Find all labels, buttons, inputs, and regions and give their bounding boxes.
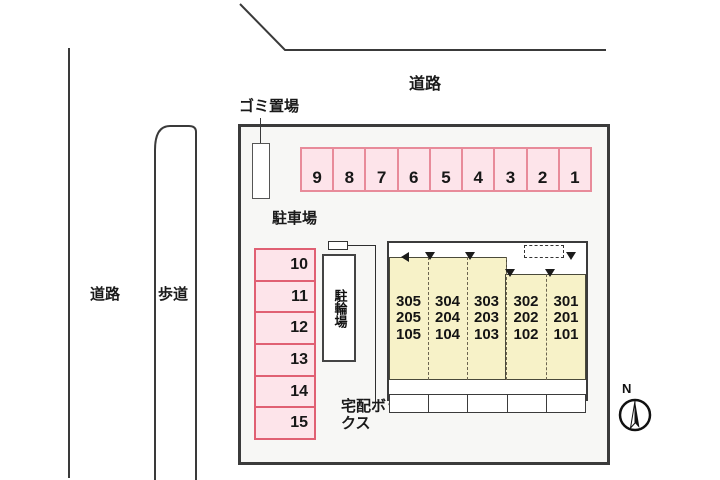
parking-space[interactable]: 10: [256, 250, 314, 282]
unit-number: 102: [513, 325, 539, 343]
unit-number: 203: [473, 309, 500, 327]
parking-space[interactable]: 4: [463, 149, 496, 190]
parking-space[interactable]: 3: [495, 149, 528, 190]
label-road-left: 道路: [90, 285, 121, 303]
balcony: [547, 395, 585, 412]
label-parking-area: 駐車場: [272, 209, 318, 227]
unit-entrance-arrow-icon: [545, 269, 555, 277]
parking-space[interactable]: 15: [290, 414, 308, 432]
unit-number: 103: [473, 325, 500, 343]
unit-number: 104: [434, 325, 461, 343]
bicycle-parking-box: 駐輪場: [322, 254, 356, 362]
unit-divider: [428, 257, 429, 380]
parking-space[interactable]: 8: [334, 149, 367, 190]
balcony: [508, 395, 547, 412]
unit-number: 304: [434, 293, 461, 311]
unit-number: 205: [395, 309, 422, 327]
unit-number: 101: [553, 325, 579, 343]
unit-number: 201: [553, 309, 579, 327]
unit-number: 202: [513, 309, 539, 327]
unit-column-303[interactable]: 303 203 103: [467, 257, 506, 380]
parking-space[interactable]: 12: [256, 313, 314, 346]
unit-column-304[interactable]: 304 204 104: [428, 257, 467, 380]
unit-divider: [467, 257, 468, 380]
unit-column-302[interactable]: 302 202 102: [506, 257, 546, 380]
parking-space[interactable]: 14: [256, 377, 314, 409]
balcony: [468, 395, 508, 412]
unit-column-301[interactable]: 301 201 101: [546, 257, 586, 380]
unit-number: 301: [553, 293, 579, 311]
parking-column-left: 10 11 12 13 14 15: [254, 248, 316, 440]
building-block-left: [389, 257, 507, 380]
delivery-box-leader-horizontal: [348, 245, 375, 246]
parking-space[interactable]: 5: [431, 149, 464, 190]
trash-area-box: [252, 143, 270, 199]
stairs-icon: [524, 245, 564, 258]
balcony: [429, 395, 469, 412]
unit-entrance-arrow-icon: [566, 252, 576, 260]
unit-number: 305: [395, 293, 422, 311]
unit-divider: [506, 257, 507, 380]
building-floorplate: 305 205 105 304 204 104 303 203 103 302 …: [389, 257, 586, 413]
parking-space[interactable]: 1: [570, 168, 580, 187]
parking-space[interactable]: 6: [399, 149, 431, 190]
building-block-right: [505, 274, 586, 380]
unit-entrance-arrow-icon: [465, 252, 475, 260]
balcony: [390, 395, 430, 412]
label-road-top: 道路: [409, 74, 442, 93]
parking-row-top: 9 8 7 6 5 4 3 2 1: [300, 147, 592, 192]
label-sidewalk: 歩道: [158, 285, 189, 303]
delivery-box-icon: [328, 241, 348, 250]
parking-space[interactable]: 2: [528, 149, 560, 190]
unit-entrance-arrow-icon: [425, 252, 435, 260]
parking-space[interactable]: 13: [256, 345, 314, 377]
corridor-entrance-arrow-icon: [401, 252, 409, 262]
parking-space[interactable]: 9: [302, 149, 335, 190]
delivery-box-label-text: 宅配ボックス: [341, 397, 402, 433]
compass-icon: [618, 398, 652, 432]
compass-north-label: N: [622, 381, 632, 396]
unit-number: 302: [513, 293, 539, 311]
balcony-row: [389, 394, 586, 413]
unit-number: 204: [434, 309, 461, 327]
unit-divider: [546, 274, 547, 380]
unit-entrance-arrow-icon: [505, 269, 515, 277]
parking-space[interactable]: 11: [256, 282, 314, 314]
label-delivery-box: 宅配ボックス: [341, 397, 405, 433]
unit-number: 105: [395, 325, 422, 343]
bicycle-parking-label: 駐輪場: [331, 288, 347, 328]
unit-column-305[interactable]: 305 205 105: [389, 257, 428, 380]
apartment-building: 305 205 105 304 204 104 303 203 103 302 …: [387, 241, 588, 413]
unit-number: 303: [473, 293, 500, 311]
delivery-box-leader-vertical: [375, 245, 376, 405]
label-trash-area: ゴミ置場: [239, 97, 300, 115]
parking-space[interactable]: 7: [366, 149, 399, 190]
